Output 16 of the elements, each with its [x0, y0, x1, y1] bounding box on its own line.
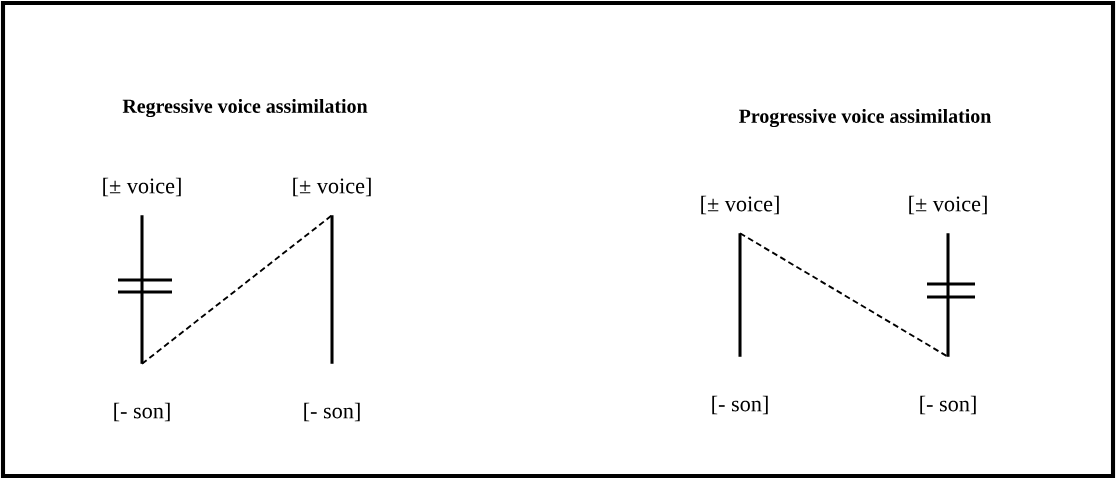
association-line: [738, 233, 742, 357]
feature-label: [- son]: [304, 402, 360, 422]
association-line: [946, 233, 950, 357]
association-line: [330, 215, 334, 364]
feature-label: [- son]: [920, 395, 976, 415]
feature-label: [± voice]: [293, 177, 371, 197]
association-line: [140, 215, 144, 364]
feature-label: [± voice]: [701, 195, 779, 215]
spreading-line: [141, 214, 333, 365]
heading: Progressive voice assimilation: [739, 108, 991, 128]
feature-label: [± voice]: [909, 195, 987, 215]
heading: Regressive voice assimilation: [122, 98, 368, 118]
feature-label: [- son]: [114, 402, 170, 422]
feature-label: [- son]: [712, 395, 768, 415]
feature-label: [± voice]: [103, 177, 181, 197]
spreading-line: [739, 232, 949, 358]
